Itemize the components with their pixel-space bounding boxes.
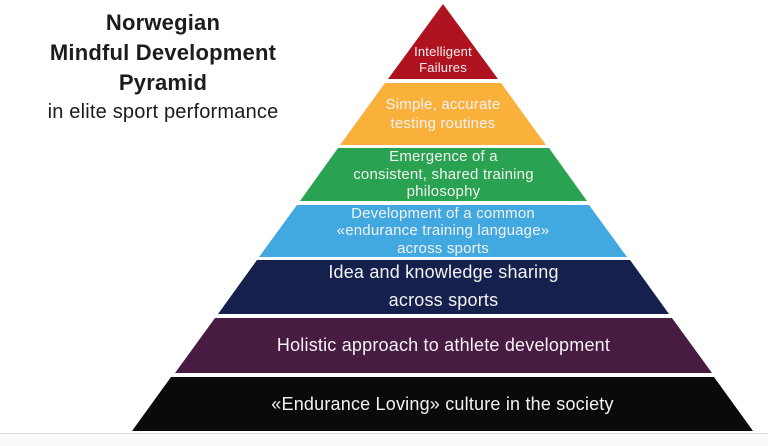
pyramid-layer-testing-routines: Simple, accurate testing routines [340,83,546,145]
page-subtitle: in elite sport performance [47,101,279,123]
pyramid-layer-label: Emergence of a consistent, shared traini… [353,148,534,201]
pyramid-layer-label: Simple, accurate testing routines [385,95,501,132]
pyramid-layer-label: «Endurance Loving» culture in the societ… [271,393,614,414]
baseline-divider [0,433,768,446]
page-title: Norwegian Mindful Development Pyramid [49,10,277,95]
pyramid-layer-endurance-culture: «Endurance Loving» culture in the societ… [132,377,753,431]
pyramid-layer-knowledge-sharing: Idea and knowledge sharing across sports [218,260,669,314]
pyramid-layer-label: Development of a common «endurance train… [336,205,550,257]
pyramid-layer-label: Idea and knowledge sharing across sports [328,262,559,310]
pyramid-layer-intelligent-failures: Intelligent Failures [388,4,498,79]
pyramid-layer-training-philosophy: Emergence of a consistent, shared traini… [300,148,587,201]
pyramid-layer-holistic-approach: Holistic approach to athlete development [175,318,712,373]
pyramid-layer-label: Intelligent Failures [414,43,472,75]
title-block: Norwegian Mindful Development Pyramid in… [15,8,311,125]
pyramid-layer-endurance-language: Development of a common «endurance train… [259,205,627,257]
pyramid-layer-label: Holistic approach to athlete development [276,335,611,355]
